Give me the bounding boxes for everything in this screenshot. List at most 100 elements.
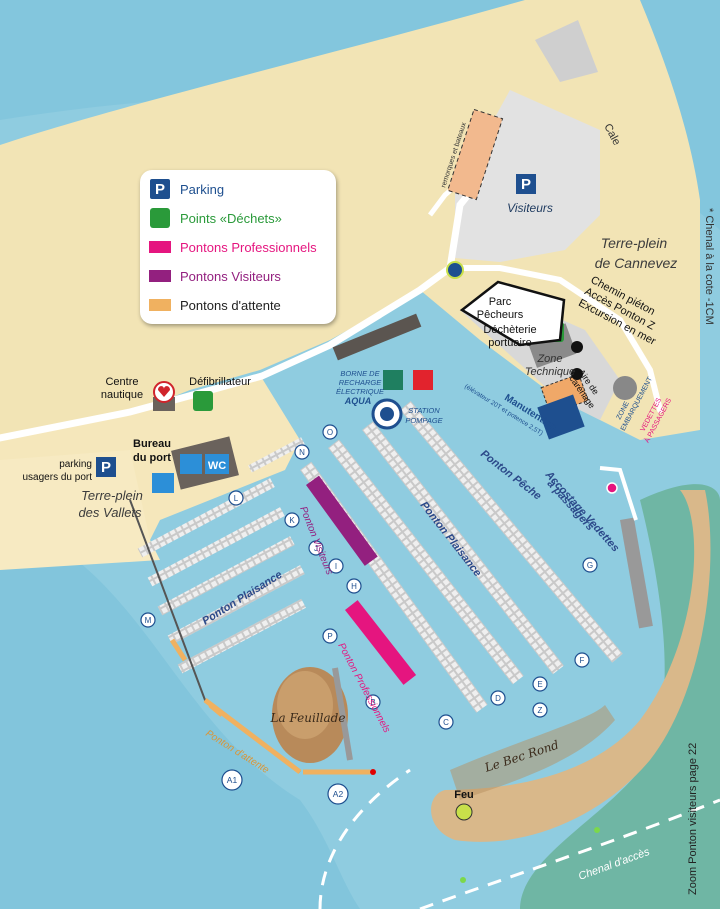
pontoon-marker-label: E [537, 680, 542, 689]
pontoon-marker-label: H [351, 582, 357, 591]
chenal-line [318, 768, 411, 909]
label-bureau-port: Bureau [133, 438, 171, 450]
shower-icon [180, 454, 202, 474]
svg-text:portuaire: portuaire [488, 337, 531, 349]
label-feu: Feu [454, 789, 474, 801]
label-terre-plein-cannevez: Terre-plein [601, 235, 668, 251]
svg-text:du port: du port [133, 452, 171, 464]
svg-text:P: P [521, 176, 531, 193]
waste-icon [193, 391, 213, 411]
pontoon-visiteurs [306, 475, 378, 566]
svg-text:Technique: Technique [525, 366, 575, 378]
pontoon-marker-a1: A1 [221, 769, 243, 791]
pontoon-marker-label: A2 [333, 789, 344, 799]
label-station-pompage: STATION [408, 406, 440, 415]
svg-text:WC: WC [208, 460, 226, 472]
legend-label: Pontons d'attente [180, 297, 281, 313]
pontoon-marker-label: O [327, 428, 333, 437]
pontoon-marker-g: G [582, 557, 598, 573]
breakwater-bec-rond [431, 490, 711, 842]
pontoon-marker-label: K [289, 516, 295, 525]
pontoon-marker-e: E [532, 676, 548, 692]
pontoon-marker-j: J [308, 540, 324, 556]
pontoon-marker-label: A1 [227, 775, 238, 785]
label-chenal-note: * Chenal à la cote -1CM [703, 208, 715, 325]
legend-label: Pontons Professionnels [180, 239, 317, 255]
pontoon-marker-h: H [346, 578, 362, 594]
label-centre-nautique: Centre [105, 376, 138, 388]
svg-text:ÉLECTRIQUE: ÉLECTRIQUE [336, 387, 385, 396]
embarkation-point [606, 482, 618, 494]
legend-pontons-attente: Pontons d'attente [149, 294, 281, 316]
pontoon-marker-label: D [495, 694, 501, 703]
legend-label: Parking [180, 181, 225, 197]
swatch-pink [149, 241, 171, 253]
legend-dechets: Points «Déchets» [149, 207, 282, 229]
label-defibrillateur: Défibrillateur [189, 376, 251, 388]
pontoon-marker-f: F [574, 652, 590, 668]
label-decheterie: Déchèterie [483, 324, 536, 336]
parking-usagers-icon: P [96, 457, 116, 477]
parking-icon: P [150, 179, 170, 199]
label-la-feuillade: La Feuillade [270, 711, 346, 725]
legend-parking: P Parking [149, 178, 224, 200]
pontoon-marker-label: J [314, 544, 318, 553]
pontoon-marker-label: F [580, 656, 585, 665]
pontoon-marker-label: G [587, 561, 593, 570]
pontoon-marker-label: N [299, 448, 305, 457]
pontoon-accostage [620, 517, 653, 629]
building-long [332, 313, 422, 361]
trailer-park [447, 108, 504, 201]
pontoon-F [400, 401, 623, 663]
label-borne: BORNE DE [340, 369, 380, 378]
legend-pontons-pros: Pontons Professionnels [149, 236, 317, 258]
pontoon-marker-p: P [322, 628, 338, 644]
pontoon-marker-i: I [328, 558, 344, 574]
badge-icon [446, 261, 464, 279]
ev-charging-icon [383, 370, 403, 390]
pontoon-marker-label: C [443, 718, 449, 727]
label-visiteurs: Visiteurs [507, 201, 553, 215]
lighthouse-feu [455, 803, 473, 821]
pontoon-marker-label: I [335, 562, 337, 571]
pontoon-E [362, 421, 564, 675]
pontoon-marker-c: C [438, 714, 454, 730]
pontoon-marker-a2: A2 [327, 783, 349, 805]
pontoon-marker-m: M [140, 612, 156, 628]
parc-pecheurs [459, 280, 566, 347]
anchor-icon [152, 473, 174, 493]
pontoon-marker-label: Z [538, 706, 543, 715]
swatch-orange [149, 299, 171, 311]
svg-text:P: P [101, 459, 111, 476]
waste-icon [150, 208, 170, 228]
road-east [447, 265, 663, 413]
pontoon-D [328, 439, 524, 685]
breakwater-shoal [520, 484, 720, 909]
label-aqua: AQUA [344, 396, 372, 406]
swatch-purple [149, 270, 171, 282]
parking-icon: P [516, 174, 536, 194]
pontoon-marker-l: L [228, 490, 244, 506]
legend-label: Points «Déchets» [180, 210, 282, 226]
pontoon-marker-label: L [234, 494, 239, 503]
svg-text:de Cannevez: de Cannevez [595, 255, 678, 271]
pontoon-marker-n: N [294, 444, 310, 460]
pontoon-marker-label: P [327, 632, 332, 641]
legend-label: Pontons Visiteurs [180, 268, 281, 284]
label-parking-usagers: parking [59, 459, 92, 470]
label-terre-plein-vallets: Terre-plein [81, 488, 143, 503]
pontoon-marker-d: D [490, 690, 506, 706]
label-zoom: Zoom Ponton visiteurs page 22 [687, 743, 699, 895]
crane-icon [537, 394, 585, 440]
legend-pontons-visiteurs: Pontons Visiteurs [149, 265, 281, 287]
svg-text:des Vallets: des Vallets [78, 505, 142, 520]
label-zone-technique: Zone [536, 353, 562, 365]
legend: P Parking Points «Déchets» Pontons Profe… [140, 170, 336, 324]
label-parc-pecheurs: Parc [489, 296, 512, 308]
pontoon-marker-label: B [370, 698, 375, 707]
fuel-icon [413, 370, 433, 390]
pontoon-marker-label: M [145, 616, 152, 625]
svg-text:nautique: nautique [101, 389, 143, 401]
svg-text:Pêcheurs: Pêcheurs [477, 309, 524, 321]
